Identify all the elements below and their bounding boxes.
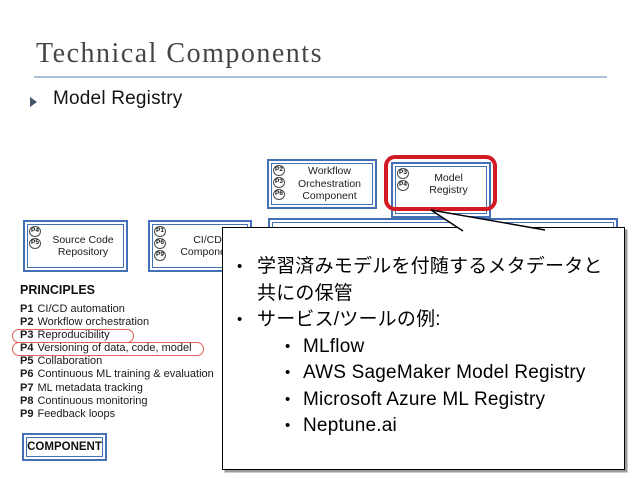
legend-label: COMPONENT: [27, 441, 102, 453]
workflow-orchestration-box: P2 P3 P6 Workflow Orchestration Componen…: [267, 159, 377, 209]
principle-badge: P3: [273, 177, 285, 188]
principle-text: ML metadata tracking: [37, 381, 143, 394]
principle-id: P3: [20, 329, 34, 342]
tool-name: AWS SageMaker Model Registry: [303, 362, 586, 383]
p3-highlight-oval: [12, 329, 134, 343]
callout-text-storage: 学習済みモデルを付随するメタデータと共にの保管: [257, 256, 603, 304]
slide-subtitle: Model Registry: [53, 88, 183, 109]
principle-badge: P6: [154, 238, 166, 249]
badge-column: P4 P5: [29, 226, 41, 249]
slide-title: Technical Components: [36, 38, 323, 69]
source-code-repository-box: P4 P5 Source Code Repository: [23, 220, 128, 272]
principle-badge: P3: [397, 168, 409, 179]
principle-id: P1: [20, 303, 34, 315]
box-label: CI/CD Component: [180, 233, 235, 259]
callout-bullet-1: • 学習済みモデルを付随するメタデータと共にの保管: [237, 254, 616, 307]
principle-badge: P5: [29, 238, 41, 249]
tool-item: • AWS SageMaker Model Registry: [285, 360, 616, 387]
principle-text: Feedback loops: [37, 407, 116, 420]
box-label: Model Registry: [429, 171, 468, 197]
principle-id: P9: [20, 407, 34, 420]
bullet-dot: •: [285, 417, 291, 434]
component-legend-box: COMPONENT: [22, 433, 107, 461]
tool-item: • Neptune.ai: [285, 413, 616, 440]
principle-badge: P6: [273, 189, 285, 200]
principle-id: P6: [20, 368, 34, 381]
callout-box: • 学習済みモデルを付随するメタデータと共にの保管 • サービス/ツールの例: …: [222, 227, 625, 470]
principle-text: CI/CD automation: [37, 303, 125, 315]
tool-name: Microsoft Azure ML Registry: [303, 388, 546, 410]
principle-text: Versioning of data, code, model: [37, 342, 192, 355]
box-label: Workflow Orchestration Component: [297, 165, 362, 203]
principle-id: P4: [20, 342, 34, 355]
bullet-dot: •: [285, 390, 291, 408]
badge-column: P1 P6 P9: [154, 226, 166, 261]
tool-item: • Microsoft Azure ML Registry: [285, 387, 616, 414]
principle-text: Continuous monitoring: [37, 394, 148, 407]
principle-text: Reproducibility: [37, 329, 110, 342]
callout-tool-list: • MLflow • AWS SageMaker Model Registry …: [285, 334, 616, 440]
box-label: Source Code Repository: [52, 233, 114, 259]
principle-badge: P9: [154, 250, 166, 261]
principle-id: P5: [20, 355, 34, 368]
model-registry-highlight: [384, 155, 497, 211]
callout-bullet-2: • サービス/ツールの例:: [237, 307, 616, 334]
principle-badge: P1: [154, 226, 166, 237]
principle-id: P8: [20, 394, 34, 407]
principle-badge: P4: [29, 226, 41, 237]
principle-badge: P4: [397, 180, 409, 191]
bullet-triangle-icon: [30, 97, 37, 107]
badge-column: P3 P4: [397, 168, 409, 191]
principle-badge: P2: [273, 165, 285, 176]
callout-text-examples: サービス/ツールの例:: [257, 309, 441, 330]
principles-heading: PRINCIPLES: [20, 283, 96, 297]
title-underline: [34, 76, 607, 78]
principle-text: Continuous ML training & evaluation: [37, 368, 214, 381]
bullet-dot: •: [285, 364, 291, 381]
tool-name: MLflow: [303, 335, 365, 357]
tool-name: Neptune.ai: [303, 415, 397, 436]
bullet-dot: •: [285, 337, 291, 355]
bullet-dot: •: [237, 311, 243, 328]
bullet-dot: •: [237, 258, 243, 275]
principle-id: P7: [20, 381, 34, 394]
tool-item: • MLflow: [285, 334, 616, 361]
principle-text: Collaboration: [37, 355, 103, 368]
p4-highlight-oval: [12, 342, 204, 356]
principle-text: Workflow orchestration: [37, 316, 150, 329]
principle-id: P2: [20, 316, 34, 329]
badge-column: P2 P3 P6: [273, 165, 285, 200]
